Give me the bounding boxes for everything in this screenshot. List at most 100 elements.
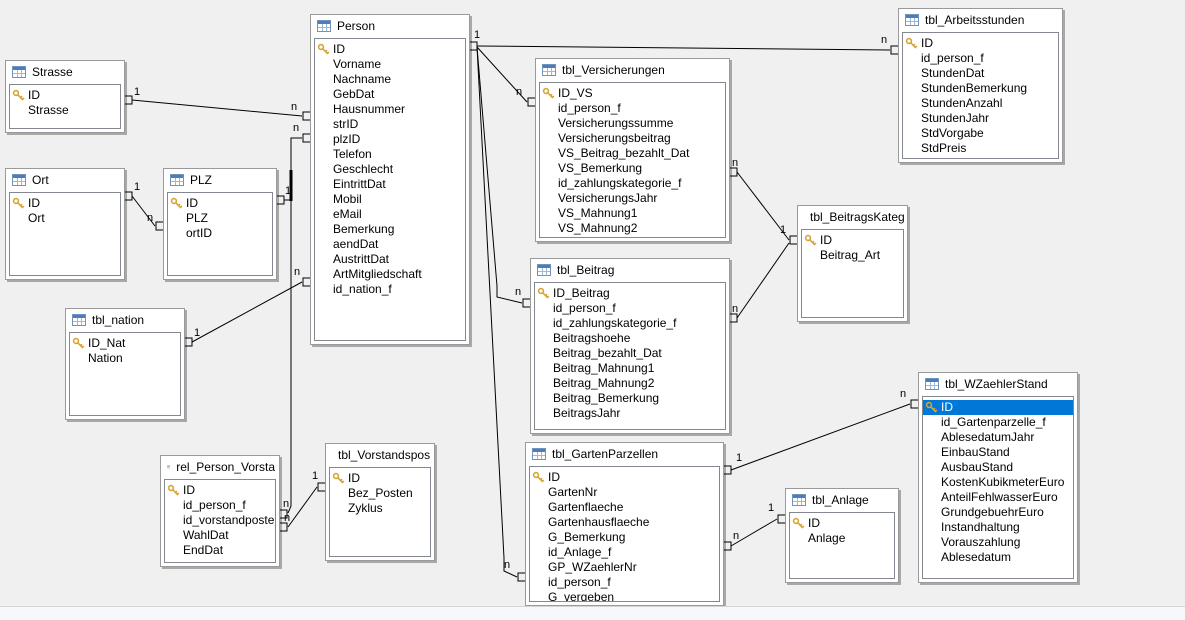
field-row[interactable]: id_vorstandposte xyxy=(165,513,275,528)
field-row[interactable]: Beitragshoehe xyxy=(535,331,725,346)
field-row[interactable]: Zyklus xyxy=(330,501,430,516)
field-row[interactable]: ID xyxy=(530,470,719,485)
field-row[interactable]: GrundgebuehrEuro xyxy=(923,505,1073,520)
field-row[interactable]: Geschlecht xyxy=(315,162,465,177)
field-row[interactable]: KostenKubikmeterEuro xyxy=(923,475,1073,490)
field-row[interactable]: Bemerkung xyxy=(315,222,465,237)
field-row[interactable]: id_nation_f xyxy=(315,282,465,297)
field-row[interactable]: id_Gartenparzelle_f xyxy=(923,415,1073,430)
field-row[interactable]: Ort xyxy=(10,211,120,226)
field-row[interactable]: VS_Bemerkung xyxy=(540,161,725,176)
field-row[interactable]: ID_VS xyxy=(540,86,725,101)
field-row[interactable]: ID xyxy=(330,471,430,486)
relationship-line-nation-person[interactable] xyxy=(191,281,303,343)
table-title-bar[interactable]: Strasse xyxy=(6,61,124,83)
relationship-line-versicherungen-beitragskateg[interactable] xyxy=(736,171,790,241)
field-row[interactable]: VS_Mahnung1 xyxy=(540,206,725,221)
relationship-line-person-relpersonvorstand[interactable] xyxy=(287,138,292,514)
field-row[interactable]: Vorauszahlung xyxy=(923,535,1073,550)
field-row[interactable]: plzID xyxy=(315,132,465,147)
field-row[interactable]: Nachname xyxy=(315,72,465,87)
field-row[interactable]: Beitrag_Bemerkung xyxy=(535,391,725,406)
field-row[interactable]: AusbauStand xyxy=(923,460,1073,475)
field-row[interactable]: strID xyxy=(315,117,465,132)
table-title-bar[interactable]: tbl_BeitragsKateg xyxy=(798,206,907,228)
field-row[interactable]: ID_Nat xyxy=(70,336,180,351)
relationship-line-person-versicherungen[interactable] xyxy=(476,46,528,103)
field-row[interactable]: ID_Beitrag xyxy=(535,286,725,301)
field-row[interactable]: ID xyxy=(315,42,465,57)
table-title-bar[interactable]: tbl_Beitrag xyxy=(531,259,729,281)
field-row[interactable]: G_vergeben xyxy=(530,590,719,601)
field-row[interactable]: AblesedatumJahr xyxy=(923,430,1073,445)
table-title-bar[interactable]: tbl_Versicherungen xyxy=(536,59,729,81)
field-row[interactable]: EintrittDat xyxy=(315,177,465,192)
field-row[interactable]: ID xyxy=(10,196,120,211)
table-title-bar[interactable]: tbl_WZaehlerStand xyxy=(919,373,1077,395)
relationship-line-vorstandspos-relpersonvorstand[interactable] xyxy=(287,486,318,528)
relationship-line-beitrag-beitragskateg[interactable] xyxy=(736,242,790,319)
field-row[interactable]: Bez_Posten xyxy=(330,486,430,501)
field-row[interactable]: ID xyxy=(165,483,275,498)
field-row[interactable]: VS_Beitrag_bezahlt_Dat xyxy=(540,146,725,161)
field-row[interactable]: ID xyxy=(903,36,1058,51)
field-row[interactable]: GP_WZaehlerNr xyxy=(530,560,719,575)
field-row[interactable]: AustrittDat xyxy=(315,252,465,267)
field-row[interactable]: id_zahlungskategorie_f xyxy=(535,316,725,331)
field-row[interactable]: Ablesedatum xyxy=(923,550,1073,565)
field-row-selected[interactable]: ID xyxy=(923,400,1073,415)
relationship-line-gartenparzellen-wzaehlerstand[interactable] xyxy=(730,403,911,471)
field-row[interactable]: Beitrag_Mahnung1 xyxy=(535,361,725,376)
field-row[interactable]: StdPreis xyxy=(903,141,1058,156)
field-row[interactable]: StundenBemerkung xyxy=(903,81,1058,96)
relationship-line-person-gartenparzellen[interactable] xyxy=(476,46,518,578)
table-title-bar[interactable]: Ort xyxy=(6,169,124,191)
field-row[interactable]: Beitrag_bezahlt_Dat xyxy=(535,346,725,361)
field-row[interactable]: StdVorgabe xyxy=(903,126,1058,141)
field-row[interactable]: Beitrag_Mahnung2 xyxy=(535,376,725,391)
field-row[interactable]: ID xyxy=(10,88,120,103)
field-row[interactable]: id_zahlungskategorie_f xyxy=(540,176,725,191)
field-row[interactable]: Instandhaltung xyxy=(923,520,1073,535)
table-title-bar[interactable]: Person xyxy=(311,15,469,37)
field-row[interactable]: Vorname xyxy=(315,57,465,72)
field-row[interactable]: Hausnummer xyxy=(315,102,465,117)
field-row[interactable]: id_person_f xyxy=(535,301,725,316)
field-row[interactable]: Versicherungsbeitrag xyxy=(540,131,725,146)
table-title-bar[interactable]: tbl_nation xyxy=(66,309,184,331)
field-row[interactable]: id_person_f xyxy=(903,51,1058,66)
field-row[interactable]: Mobil xyxy=(315,192,465,207)
field-row[interactable]: VersicherungsJahr xyxy=(540,191,725,206)
field-row[interactable]: EndDat xyxy=(165,543,275,558)
horizontal-scrollbar[interactable] xyxy=(0,606,1185,620)
field-row[interactable]: Strasse xyxy=(10,103,120,118)
field-row[interactable]: id_Anlage_f xyxy=(530,545,719,560)
field-row[interactable]: Gartenflaeche xyxy=(530,500,719,515)
relationship-line-ort-plz[interactable] xyxy=(131,195,156,227)
field-row[interactable]: StundenDat xyxy=(903,66,1058,81)
relationship-line-gartenparzellen-anlage[interactable] xyxy=(730,518,778,547)
field-row[interactable]: Nation xyxy=(70,351,180,366)
field-row[interactable]: GartenNr xyxy=(530,485,719,500)
table-title-bar[interactable]: rel_Person_Vorsta xyxy=(161,456,279,478)
field-row[interactable]: id_person_f xyxy=(165,498,275,513)
field-row[interactable]: Versicherungssumme xyxy=(540,116,725,131)
field-row[interactable]: BeitragsJahr xyxy=(535,406,725,421)
field-row[interactable]: ID xyxy=(168,196,272,211)
field-row[interactable]: aendDat xyxy=(315,237,465,252)
field-row[interactable]: Beitrag_Art xyxy=(802,248,903,263)
field-row[interactable]: StundenJahr xyxy=(903,111,1058,126)
field-row[interactable]: ortID xyxy=(168,226,272,241)
field-row[interactable]: id_person_f xyxy=(530,575,719,590)
table-title-bar[interactable]: tbl_Vorstandspos xyxy=(326,444,434,466)
